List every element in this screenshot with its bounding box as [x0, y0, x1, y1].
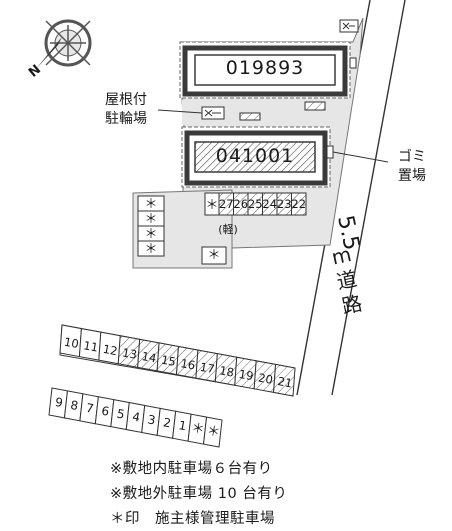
parking-left-star-2: ＊: [144, 212, 157, 227]
compass: [36, 19, 92, 69]
building-1-id: 019893: [225, 57, 305, 79]
parking-left-star-3: ＊: [144, 227, 157, 242]
parking-space-22: [291, 192, 307, 216]
note-onsite-parking: ※敷地内駐車場６台有り: [110, 461, 273, 477]
kei-label: (軽): [218, 223, 238, 236]
bicycle-parking-label-line1: 屋根付: [105, 92, 147, 108]
parking-space-13-label: 13: [121, 345, 138, 361]
parking-space-2-label: 2: [162, 415, 172, 430]
garbage-leader: [332, 151, 389, 163]
compass-needle: [36, 37, 62, 69]
parking-space-9-label: 9: [54, 395, 64, 410]
bicycle-leader: [157, 109, 203, 114]
parking-left-cell-4: [137, 240, 165, 257]
parking-space-4-label: 4: [131, 410, 141, 425]
parking-space-21-label: 21: [277, 374, 294, 390]
parking-space-15-label: 15: [160, 353, 177, 369]
parking-space-19-label: 19: [238, 367, 255, 383]
parking-bottom-star-1-label: ＊: [190, 421, 205, 438]
parking-space-3-label: 3: [147, 412, 157, 427]
parking-space-11-label: 11: [82, 338, 99, 354]
parking-space-14-label: 14: [141, 349, 158, 365]
note-owner-managed: ＊印 施主様管理駐車場: [110, 511, 275, 527]
corner-meter-mark: [342, 22, 355, 30]
parking-space-10-label: 10: [63, 335, 80, 351]
parking-space-23-label: 23: [277, 197, 292, 211]
parking-space-16-label: 16: [179, 356, 196, 372]
parking-space-7-label: 7: [85, 401, 95, 416]
garbage-box: [326, 145, 334, 159]
parking-space-18-label: 18: [218, 363, 235, 379]
bicycle-parking-mark: [204, 109, 221, 117]
bicycle-parking-label-line2: 駐輪場: [105, 111, 147, 127]
parking-space-20-label: 20: [257, 371, 274, 387]
garbage-label-line2: 置場: [398, 168, 426, 184]
parking-bottom-star-2-label: ＊: [206, 424, 221, 441]
parking-space-5-label: 5: [116, 407, 126, 422]
parking-left-star-1: ＊: [144, 197, 157, 212]
parking-left-column: ＊＊＊＊: [137, 195, 165, 257]
compass-ring: [44, 19, 92, 67]
parking-space-1-label: 1: [178, 418, 188, 433]
parking-space-26-label: 26: [233, 197, 248, 211]
building-1-side-box: [349, 57, 357, 69]
road-edge-right: [331, 0, 406, 396]
parking-space-25-label: 25: [248, 197, 263, 211]
parking-space-6-label: 6: [100, 404, 110, 419]
building-2-inner: [194, 141, 316, 173]
compass-cross: [45, 20, 91, 66]
parking-space-21: [273, 363, 296, 397]
bicycle-parking-label: 屋根付 駐輪場: [94, 91, 158, 129]
garbage-label: ゴミ 置場: [388, 148, 436, 186]
parking-space-17-label: 17: [199, 360, 216, 376]
parking-space-27-label: 27: [219, 197, 234, 211]
parking-bottom-star-2: [202, 416, 223, 448]
parking-star-single: [201, 246, 227, 265]
parking-star-single-mark: ＊: [207, 248, 221, 263]
parking-space-8-label: 8: [69, 398, 79, 413]
parking-upper-star: ＊: [205, 198, 218, 213]
garbage-label-line1: ゴミ: [398, 149, 426, 165]
parking-space-24-label: 24: [262, 197, 277, 211]
bicycle-rack: [239, 112, 261, 121]
building-2-id: 041001: [215, 145, 295, 167]
building-1-vent: [304, 101, 326, 111]
parking-space-22-label: 22: [291, 197, 306, 211]
building-1-inner: [194, 54, 336, 86]
note-offsite-parking: ※敷地外駐車場 10 台有り: [110, 486, 288, 502]
parking-left-star-4: ＊: [144, 242, 157, 257]
parking-space-12-label: 12: [102, 342, 119, 358]
